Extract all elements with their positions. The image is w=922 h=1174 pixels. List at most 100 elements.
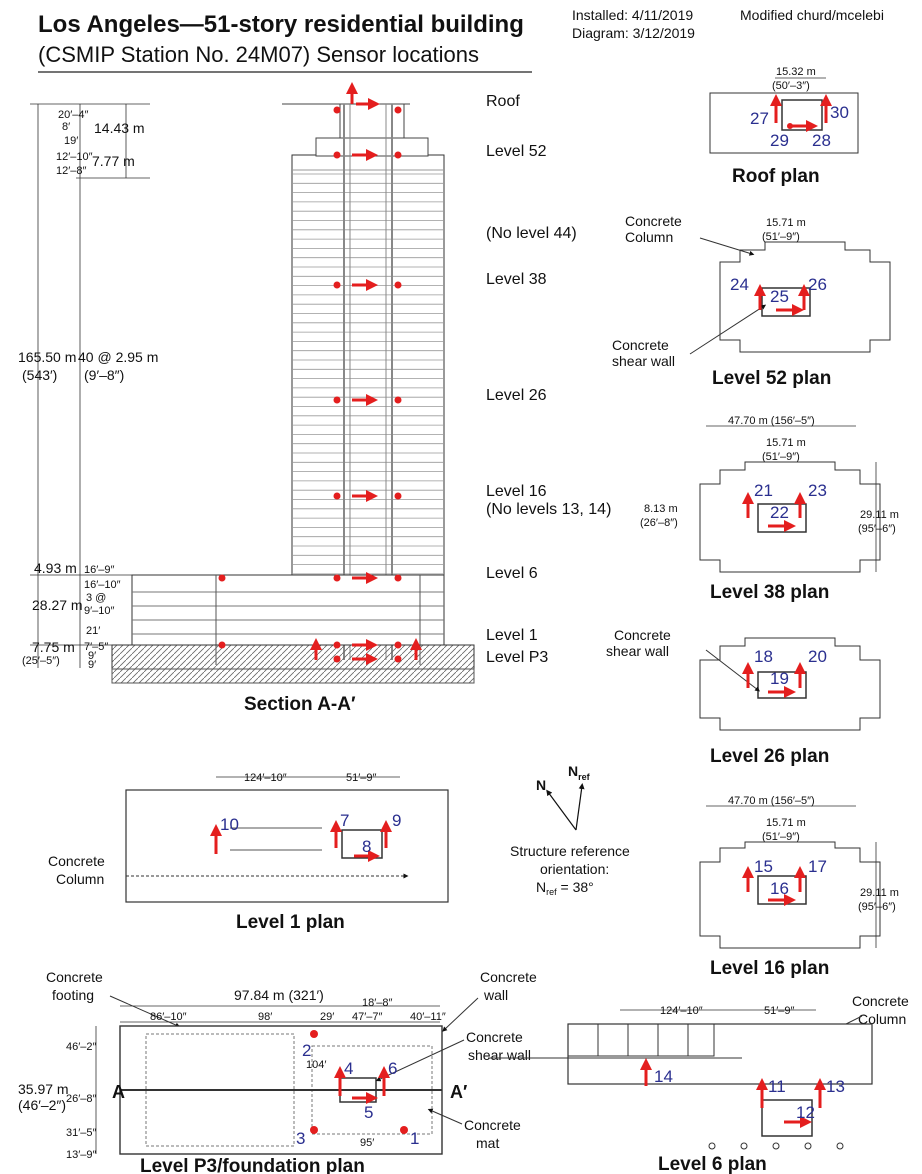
- callout-leader: [427, 1108, 463, 1125]
- level-6-plan: 124′–10″ 51′–9″ Concrete Column 14 11 13…: [488, 993, 909, 1174]
- dim-label: 29.11 m: [860, 509, 899, 521]
- floor-outline: [699, 637, 881, 731]
- dim-label: (51′–9″): [762, 231, 800, 243]
- plan-caption: Level P3/foundation plan: [140, 1156, 365, 1174]
- nref-label: Nref: [568, 763, 591, 782]
- level-label: Level 16: [486, 483, 547, 500]
- level-label: Level 26: [486, 387, 547, 404]
- sensor-number: 22: [770, 503, 789, 522]
- callout-leader: [699, 237, 755, 256]
- callout-label: Column: [56, 871, 104, 887]
- dim-label: 16′–9″: [84, 564, 115, 576]
- foundation-hatch: [111, 644, 475, 670]
- dim-label: 124′–10″: [244, 772, 287, 784]
- sensor-dot: [394, 574, 402, 582]
- roof-outline: [709, 92, 859, 154]
- level-26-plan: Concrete shear wall 18 19 20 Level 26 pl…: [606, 627, 881, 767]
- callout-label: wall: [483, 987, 508, 1003]
- sensor-number: 1: [410, 1129, 419, 1148]
- column-circle: [740, 1142, 748, 1150]
- level-label: Level 6: [486, 565, 538, 582]
- sensor-dot: [787, 123, 793, 129]
- dim-label: 13′–9″: [66, 1149, 97, 1161]
- tower-crown: [315, 137, 429, 157]
- sensor-dot: [333, 106, 341, 114]
- level-52-plan: Concrete Column Concrete shear wall 15.7…: [612, 213, 891, 389]
- callout-label: Concrete: [614, 627, 671, 643]
- nref-subscript: ref: [578, 772, 591, 782]
- callout-label: Concrete: [480, 969, 537, 985]
- dim-label: (51′–9″): [762, 451, 800, 463]
- callout-label: Concrete: [612, 337, 669, 353]
- dim-label: 14.43 m: [94, 120, 145, 136]
- dim-label: (26′–8″): [640, 517, 678, 529]
- floor-outline: [699, 461, 881, 573]
- dim-label: 124′–10″: [660, 1005, 703, 1017]
- dim-label: 47.70 m (156′–5″): [728, 795, 815, 807]
- plan-caption: Level 6 plan: [658, 1154, 767, 1174]
- sensor-dot: [218, 641, 226, 649]
- sensor-number: 23: [808, 481, 827, 500]
- core-outline: [757, 503, 807, 533]
- dim-label: 47.70 m (156′–5″): [728, 415, 815, 427]
- dim-label: 40′–11″: [410, 1011, 446, 1023]
- nref-letter: N: [568, 763, 578, 779]
- level-38-plan: 47.70 m (156′–5″) 15.71 m (51′–9″) 8.13 …: [640, 415, 899, 603]
- title-line2: (CSMIP Station No. 24M07) Sensor locatio…: [38, 42, 479, 67]
- dim-label: 8′: [62, 121, 70, 133]
- sensor-number: 13: [826, 1077, 845, 1096]
- sensor-dot: [333, 492, 341, 500]
- sensor-number: 7: [340, 811, 349, 830]
- dim-label: (51′–9″): [762, 831, 800, 843]
- level-label: Level 1: [486, 627, 538, 644]
- north-label: N: [536, 777, 546, 793]
- section-caption: Section A-A′: [244, 694, 356, 715]
- callout-label: shear wall: [612, 353, 675, 369]
- floor-outline: [567, 1023, 873, 1085]
- dim-label: 12′–8″: [56, 165, 87, 177]
- sensor-number: 18: [754, 647, 773, 666]
- orientation-text: Structure reference: [510, 843, 630, 859]
- dim-label: 47′–7″: [352, 1011, 383, 1023]
- ground-hatch: [111, 668, 475, 684]
- column-circle: [772, 1142, 780, 1150]
- level-label: Level 52: [486, 143, 547, 160]
- sensor-number: 28: [812, 131, 831, 150]
- dim-label: 20′–4″: [58, 109, 89, 121]
- nref-value: = 38°: [557, 879, 594, 895]
- sensor-dot: [333, 281, 341, 289]
- title-line1: Los Angeles—51-story residential buildin…: [38, 11, 524, 38]
- dim-label: 4.93 m: [34, 560, 77, 576]
- dim-label: (95′–6″): [858, 523, 896, 535]
- callout-label: Concrete: [46, 969, 103, 985]
- sensor-number: 14: [654, 1067, 673, 1086]
- sensor-number: 11: [768, 1077, 786, 1096]
- sensor-number: 8: [362, 837, 371, 856]
- sensor-dot: [394, 151, 402, 159]
- dim-label: (9′–8″): [84, 367, 124, 383]
- nref-letter: N: [536, 879, 546, 895]
- sensor-number: 16: [770, 879, 789, 898]
- dim-label: 15.32 m: [776, 66, 816, 78]
- callout-label: Concrete: [625, 213, 682, 229]
- callout-label: shear wall: [468, 1047, 531, 1063]
- section-marker-a-prime: A′: [450, 1082, 467, 1102]
- dim-label: 3 @: [86, 592, 106, 604]
- dim-label: 21′: [86, 625, 100, 637]
- callout-label: shear wall: [606, 643, 669, 659]
- sensor-dot: [310, 1030, 318, 1038]
- dim-label: (25′–5″): [22, 655, 60, 667]
- dim-label: 97.84 m (321′): [234, 987, 324, 1003]
- dim-label: 8.13 m: [644, 503, 678, 515]
- dim-label: 15.71 m: [766, 217, 806, 229]
- orientation-value: Nref = 38°: [536, 879, 594, 897]
- nref-arrow: [575, 783, 585, 831]
- dim-label: 7.75 m: [32, 639, 75, 655]
- sensor-dot: [394, 655, 402, 663]
- sensor-number: 12: [796, 1103, 815, 1122]
- core-outline: [757, 875, 807, 905]
- callout-leader: [442, 997, 479, 1032]
- sensor-dot: [333, 396, 341, 404]
- dim-label: 98′: [258, 1011, 272, 1023]
- dim-label: 18′–8″: [362, 997, 393, 1009]
